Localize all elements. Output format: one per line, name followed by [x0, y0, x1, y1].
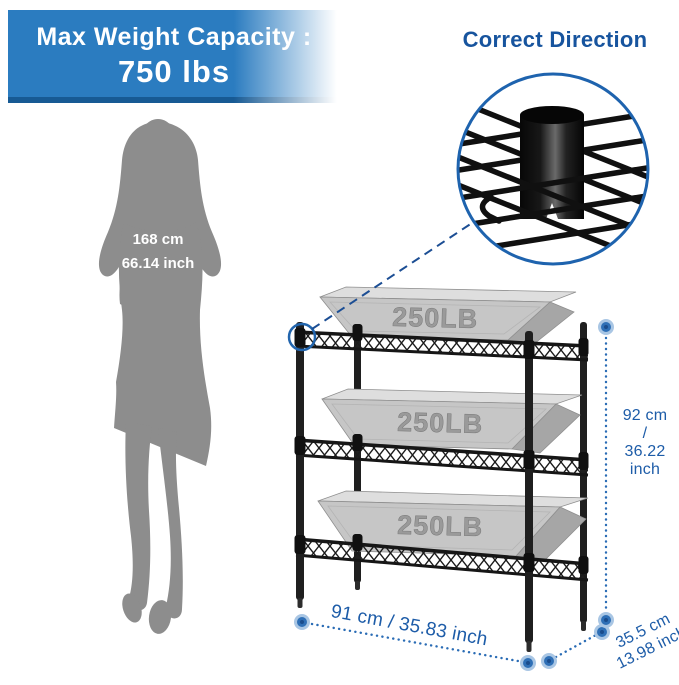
dimension-dots: [294, 319, 614, 671]
height-value-metric: 92 cm: [622, 407, 668, 424]
silhouette-front-foot: [148, 600, 172, 634]
height-separator: /: [642, 425, 648, 442]
direction-inset-circle: [456, 72, 650, 266]
silhouette-body: [114, 222, 212, 466]
shelving-unit: 250LB 250LB 250LB: [294, 286, 589, 652]
foot-front-right: [526, 641, 532, 652]
max-weight-banner: Max Weight Capacity : 750 lbs: [8, 10, 340, 103]
weight-top: [319, 286, 577, 345]
banner-title: Max Weight Capacity :: [36, 23, 312, 51]
corner-highlight-circle: [287, 322, 317, 352]
person-silhouette: [98, 119, 222, 634]
height-unit-imperial: inch: [629, 461, 661, 478]
shelf-tier-top: [295, 330, 589, 362]
post-front-left: [296, 322, 304, 600]
post-collars: [294, 324, 589, 574]
height-value-imperial: 36.22: [624, 443, 666, 460]
person-height-label: 168 cm 66.14 inch: [108, 228, 208, 276]
weight-bottom: [317, 490, 589, 562]
weight-label-middle: 250LB: [397, 407, 484, 439]
foot-front-left: [297, 598, 303, 608]
annotations: [287, 222, 614, 671]
banner-value: 750 lbs: [117, 54, 231, 89]
foot-back-left: [355, 581, 360, 590]
post-front-right: [525, 331, 533, 643]
foot-back-right: [581, 621, 586, 631]
weight-label-bottom: 250LB: [397, 510, 484, 542]
depth-dimension-line: [554, 633, 598, 659]
weight-label-top: 250LB: [392, 302, 479, 334]
shelf-tier-middle: [295, 438, 589, 477]
person-height-metric: 168 cm: [132, 231, 184, 248]
shelf-tier-bottom: [295, 537, 589, 582]
height-dimension-label: 92 cm / 36.22 inch: [610, 407, 679, 479]
width-dimension-line: [310, 622, 520, 663]
callout-dashed-line: [311, 222, 473, 330]
silhouette-left-leg: [125, 422, 152, 611]
person-height-imperial: 66.14 inch: [121, 255, 195, 272]
correct-direction-title: Correct Direction: [462, 27, 648, 52]
silhouette-right-leg: [158, 428, 183, 619]
silhouette-back-foot: [122, 593, 142, 623]
banner-bottom-edge: [8, 97, 340, 103]
